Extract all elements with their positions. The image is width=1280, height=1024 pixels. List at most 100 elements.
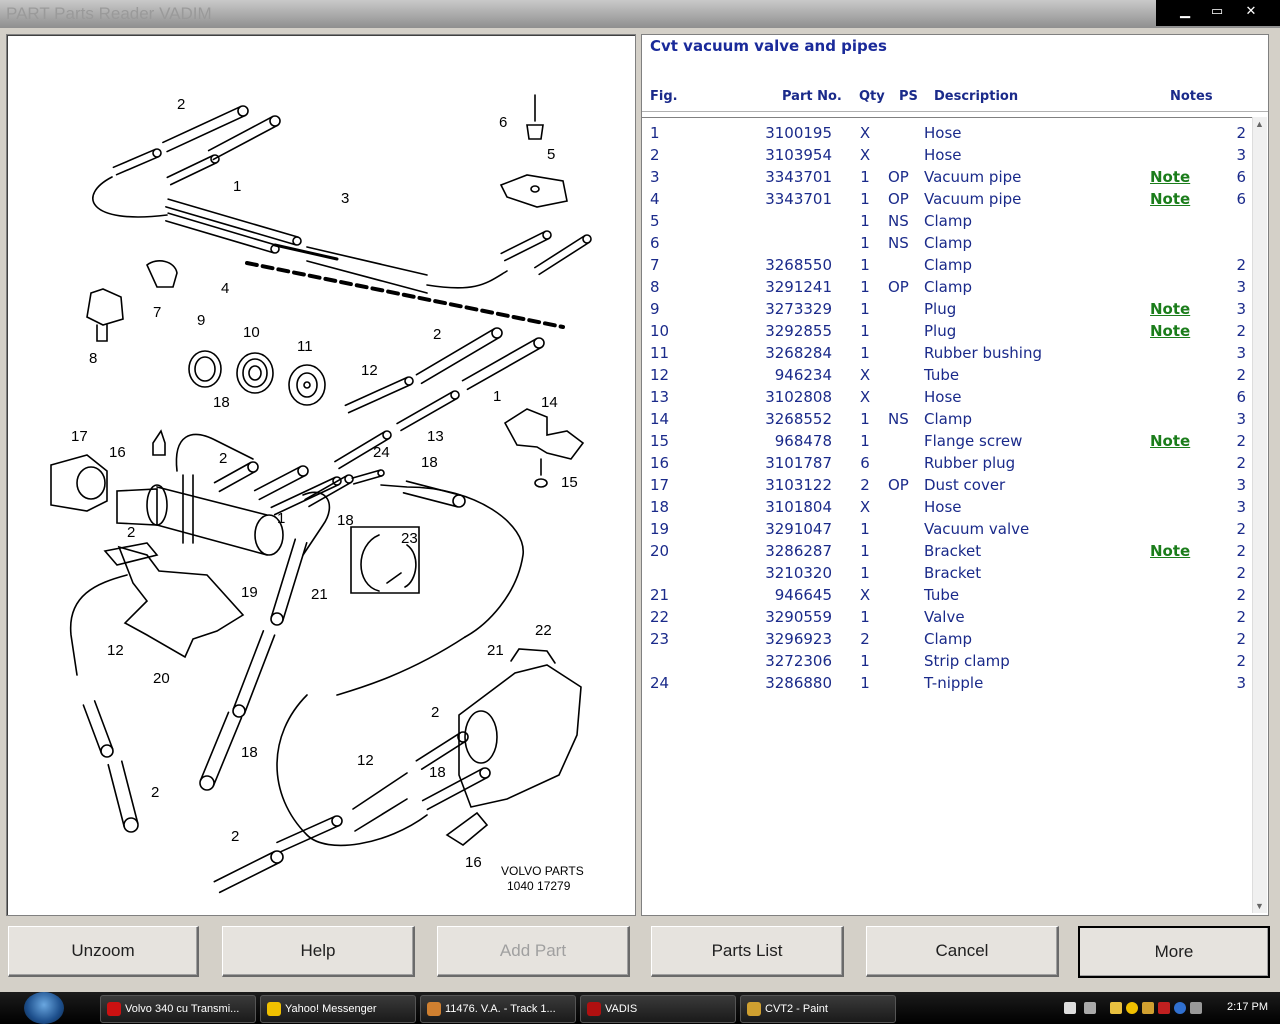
callout-label[interactable]: 18 — [429, 764, 446, 781]
callout-label[interactable]: 2 — [231, 828, 239, 845]
callout-label[interactable]: 4 — [221, 280, 229, 297]
callout-label[interactable]: 2 — [219, 450, 227, 467]
callout-label[interactable]: 18 — [421, 454, 438, 471]
update-tray-icon[interactable] — [1174, 1002, 1186, 1014]
callout-label[interactable]: 18 — [337, 512, 354, 529]
callout-label[interactable]: 2 — [431, 704, 439, 721]
help-tray-icon[interactable] — [1064, 1002, 1076, 1014]
volume-tray-icon[interactable] — [1190, 1002, 1202, 1014]
minimize-icon[interactable]: ▁ — [1180, 4, 1190, 19]
note-link[interactable]: Note — [1150, 168, 1191, 186]
callout-label[interactable]: 8 — [89, 350, 97, 367]
note-link[interactable]: Note — [1150, 432, 1191, 450]
start-button[interactable] — [24, 992, 64, 1024]
add-part-button[interactable]: Add Part — [437, 926, 630, 977]
callout-label[interactable]: 12 — [361, 362, 378, 379]
close-icon[interactable]: ✕ — [1245, 4, 1257, 19]
note-link[interactable]: Note — [1150, 322, 1191, 340]
callout-label[interactable]: 18 — [213, 394, 230, 411]
callout-label[interactable]: 12 — [357, 752, 374, 769]
help-button[interactable]: Help — [222, 926, 415, 977]
callout-label[interactable]: 21 — [487, 642, 504, 659]
callout-label[interactable]: 2 — [127, 524, 135, 541]
callout-label[interactable]: 16 — [109, 444, 126, 461]
callout-label[interactable]: 6 — [499, 114, 507, 131]
scroll-down-icon[interactable]: ▼ — [1255, 901, 1264, 911]
note-link[interactable]: Note — [1150, 542, 1191, 560]
callout-label[interactable]: 22 — [535, 622, 552, 639]
unzoom-button[interactable]: Unzoom — [8, 926, 199, 977]
callout-label[interactable]: 15 — [561, 474, 578, 491]
callout-label[interactable]: 2 — [177, 96, 185, 113]
callout-label[interactable]: 1 — [233, 178, 241, 195]
parts-list-button[interactable]: Parts List — [651, 926, 844, 977]
callout-label[interactable]: 11 — [297, 338, 313, 355]
scroll-up-icon[interactable]: ▲ — [1255, 119, 1264, 129]
callout-label[interactable]: 17 — [71, 428, 88, 445]
callout-label[interactable]: 1 — [277, 510, 285, 527]
more-button[interactable]: More — [1078, 926, 1270, 978]
antivirus-tray-icon[interactable] — [1158, 1002, 1170, 1014]
network-tray-icon[interactable] — [1084, 1002, 1096, 1014]
callout-label[interactable]: 23 — [401, 530, 418, 547]
note-link[interactable]: Note — [1150, 300, 1191, 318]
taskbar-item[interactable]: 11476. V.A. - Track 1... — [420, 995, 576, 1023]
cancel-button[interactable]: Cancel — [866, 926, 1059, 977]
folder-tray-icon[interactable] — [1110, 1002, 1122, 1014]
callout-label[interactable]: 21 — [311, 586, 328, 603]
callout-label[interactable]: 18 — [241, 744, 258, 761]
callout-label[interactable]: 14 — [541, 394, 558, 411]
callout-label[interactable]: 12 — [107, 642, 124, 659]
callout-label[interactable]: 20 — [153, 670, 170, 687]
callout-label[interactable]: 10 — [243, 324, 260, 341]
media-tray-icon[interactable] — [1142, 1002, 1154, 1014]
callout-label[interactable]: 1 — [493, 388, 501, 405]
callout-label[interactable]: 7 — [153, 304, 161, 321]
parts-list-scrollbar[interactable]: ▲ ▼ — [1252, 117, 1267, 913]
callout-label[interactable]: 2 — [151, 784, 159, 801]
callout-label[interactable]: 19 — [241, 584, 258, 601]
maximize-icon[interactable]: ▭ — [1210, 4, 1224, 19]
taskbar-item[interactable]: VADIS — [580, 995, 736, 1023]
callout-label[interactable]: 5 — [547, 146, 555, 163]
callout-label[interactable]: 13 — [427, 428, 444, 445]
callout-label[interactable]: 16 — [465, 854, 482, 871]
callout-label[interactable]: 3 — [341, 190, 349, 207]
callout-label[interactable]: 9 — [197, 312, 205, 329]
taskbar-item[interactable]: CVT2 - Paint — [740, 995, 896, 1023]
taskbar-item[interactable]: Yahoo! Messenger — [260, 995, 416, 1023]
callout-label[interactable]: 24 — [373, 444, 390, 461]
messenger-tray-icon[interactable] — [1126, 1002, 1138, 1014]
taskbar-item[interactable]: Volvo 340 cu Transmi... — [100, 995, 256, 1023]
note-link[interactable]: Note — [1150, 190, 1191, 208]
callout-label[interactable]: 2 — [433, 326, 441, 343]
